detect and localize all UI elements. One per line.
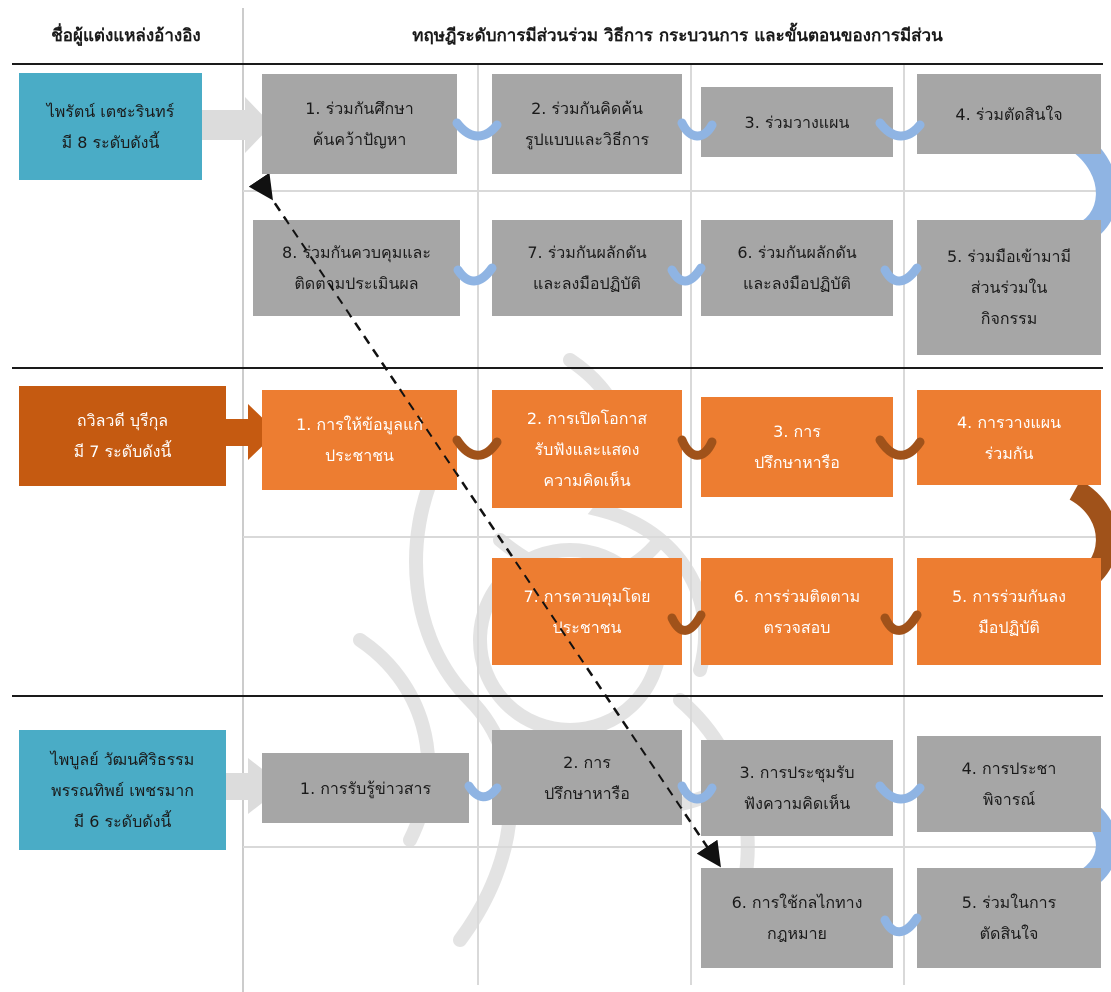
curve-arrow	[667, 610, 706, 635]
header-source-column: ชื่อผู้แต่งแหล่งอ้างอิง	[51, 26, 201, 46]
curve-arrow	[667, 263, 706, 286]
s2-step-3: 3. การ ปรึกษาหารือ	[701, 397, 893, 497]
header-theory-column: ทฤษฎีระดับการมีส่วนร่วม วิธีการ กระบวนกา…	[412, 26, 943, 46]
curve-arrow	[452, 435, 502, 460]
grid-line	[903, 65, 905, 985]
s3-step-4: 4. การประชา พิจารณ์	[917, 736, 1101, 832]
s3-step-6: 6. การใช้กลไกทาง กฎหมาย	[701, 868, 893, 968]
curve-arrow	[880, 610, 922, 635]
curve-arrow	[875, 118, 925, 141]
s1-step-4: 4. ร่วมตัดสินใจ	[917, 74, 1101, 154]
source-prairat: ไพรัตน์ เตชะรินทร์ มี 8 ระดับดังนี้	[19, 73, 202, 180]
curve-arrow	[453, 263, 497, 286]
dashed-arrow-front	[252, 176, 720, 866]
curve-arrow	[875, 781, 925, 804]
source-thawilwadee: ถวิลวดี บุรีกุล มี 7 ระดับดังนี้	[19, 386, 226, 486]
header-rule	[12, 63, 1103, 65]
s1-step-6: 6. ร่วมกันผลักดัน และลงมือปฏิบัติ	[701, 220, 893, 316]
s3-step-5: 5. ร่วมในการ ตัดสินใจ	[917, 868, 1101, 968]
curve-arrow	[875, 435, 925, 460]
curve-arrow	[677, 781, 717, 804]
s1-step-2: 2. ร่วมกันคิดค้น รูปแบบและวิธีการ	[492, 74, 682, 174]
s2-step-5: 5. การร่วมกันลง มือปฏิบัติ	[917, 558, 1101, 665]
curve-arrow	[452, 118, 502, 141]
curve-arrow	[880, 263, 922, 286]
curve-arrow	[677, 435, 717, 460]
column-divider	[242, 8, 244, 992]
curve-arrow	[464, 781, 502, 802]
s1-step-5: 5. ร่วมมือเข้ามามี ส่วนร่วมใน กิจกรรม	[917, 220, 1101, 355]
s2-step-4: 4. การวางแผน ร่วมกัน	[917, 390, 1101, 485]
source-paiboon: ไพบูลย์ วัฒนศิริธรรม พรรณทิพย์ เพชรมาก ม…	[19, 730, 226, 850]
s3-step-3: 3. การประชุมรับ ฟังความคิดเห็น	[701, 740, 893, 836]
s1-step-3: 3. ร่วมวางแผน	[701, 87, 893, 157]
curve-arrow	[677, 118, 717, 141]
s2-step-6: 6. การร่วมติดตาม ตรวจสอบ	[701, 558, 893, 665]
source-arrow	[200, 97, 272, 153]
curve-arrow	[880, 913, 922, 937]
s1-step-1: 1. ร่วมกันศึกษา ค้นคว้าปัญหา	[262, 74, 457, 174]
